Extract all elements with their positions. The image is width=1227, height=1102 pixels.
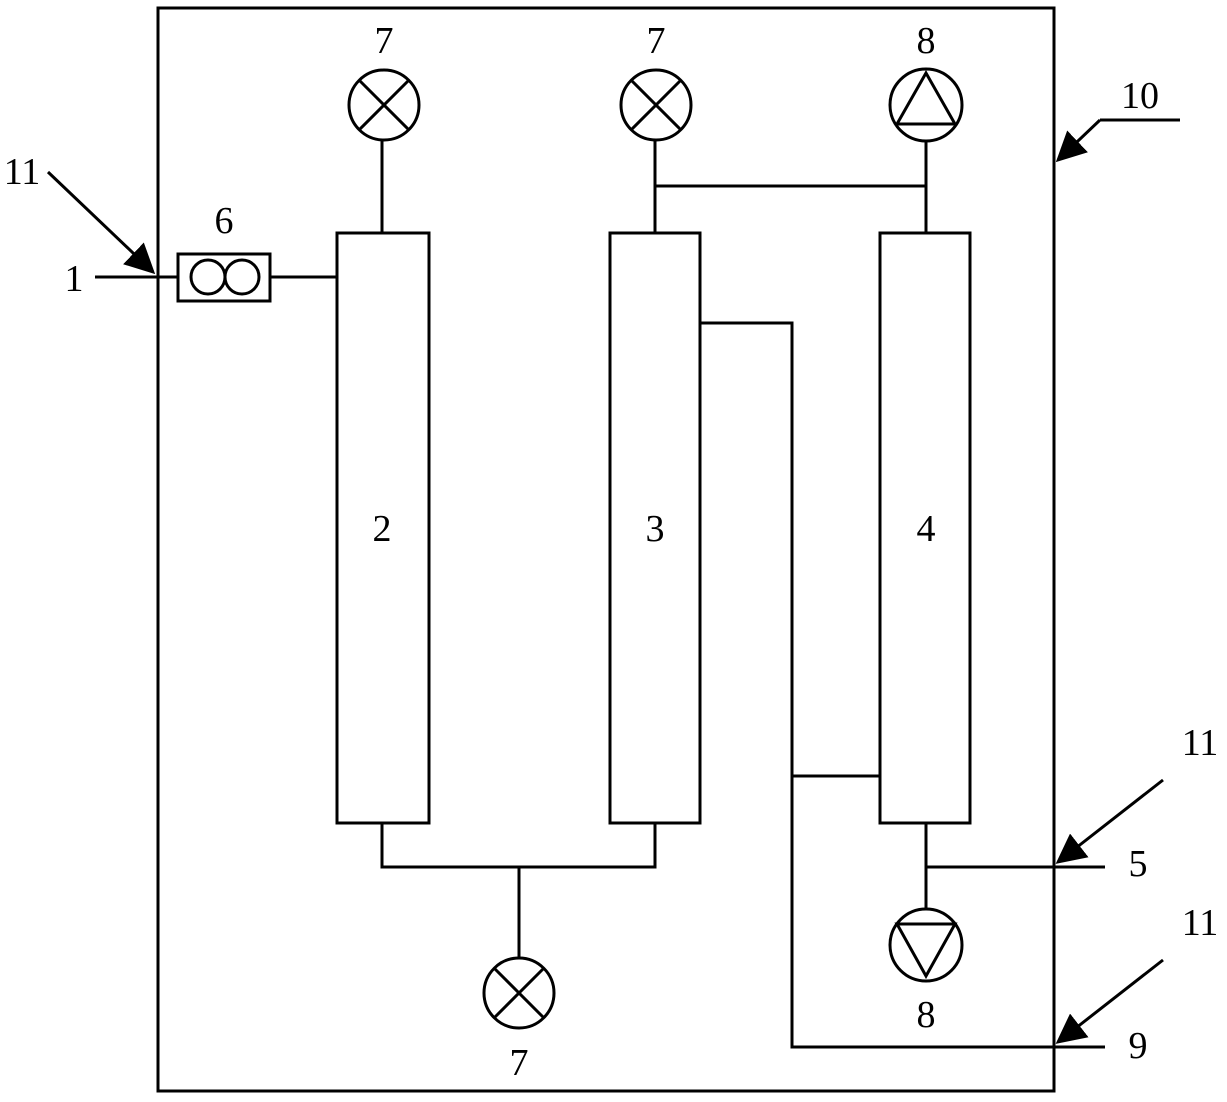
x-circle-valve-icon	[619, 68, 693, 142]
label-inlet: 1	[65, 258, 84, 300]
triangle-down-gauge-icon	[888, 907, 964, 983]
label-column-4: 4	[917, 508, 936, 550]
label-port-right-lower: 11	[1182, 902, 1219, 944]
x-circle-valve-icon	[347, 68, 421, 142]
column-4	[878, 231, 972, 825]
label-column-3: 3	[646, 508, 665, 550]
label-valve-top-left: 7	[375, 20, 394, 62]
label-pump: 6	[215, 200, 234, 242]
label-port-left: 11	[4, 151, 41, 193]
x-circle-valve-icon	[482, 956, 556, 1030]
triangle-up-gauge-icon	[888, 67, 964, 143]
column-2	[335, 231, 431, 825]
label-enclosure: 10	[1121, 75, 1159, 117]
label-port-right-upper: 11	[1182, 722, 1219, 764]
pipe-lines	[95, 141, 1105, 1049]
leader-arrows	[46, 118, 1180, 1044]
label-gauge-bottom: 8	[917, 994, 936, 1036]
label-valve-bottom: 7	[510, 1042, 529, 1084]
column-3	[608, 231, 702, 825]
double-circle-pump-icon	[176, 252, 272, 303]
label-gauge-top: 8	[917, 20, 936, 62]
label-outlet-9: 9	[1129, 1025, 1148, 1067]
label-column-2: 2	[373, 508, 392, 550]
label-valve-top-mid: 7	[647, 20, 666, 62]
label-outlet-5: 5	[1129, 843, 1148, 885]
